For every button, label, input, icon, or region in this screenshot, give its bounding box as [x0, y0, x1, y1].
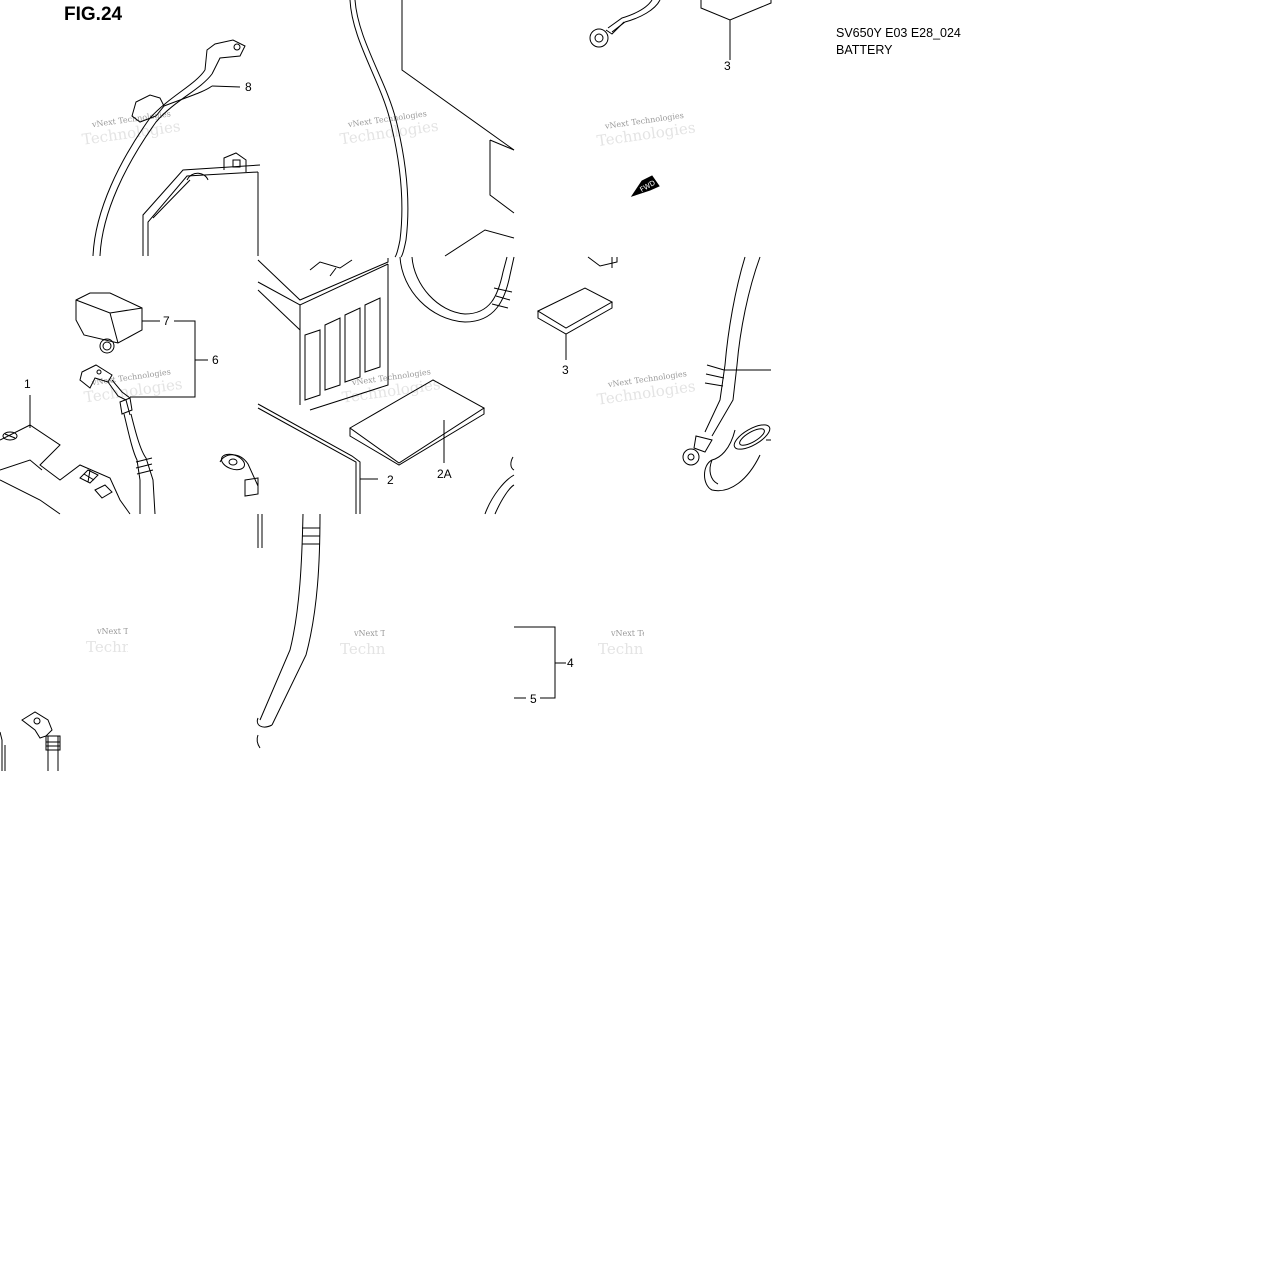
- terminal-bolts-bottom: [0, 711, 61, 771]
- callout-3-top: 3: [724, 59, 731, 73]
- battery-bracket-1: [0, 395, 131, 515]
- watermark-ghost: Technologies: [86, 638, 185, 656]
- callout-5: 5: [530, 692, 537, 706]
- callout-1: 1: [24, 377, 31, 391]
- watermark-ghost: Technologies: [598, 640, 697, 658]
- watermark-ghost: Technologies: [340, 640, 439, 658]
- watermark: vNext Technologies: [96, 627, 176, 636]
- callout-2a: 2A: [437, 467, 452, 481]
- battery-pad-top: [700, 0, 772, 60]
- model-code: SV650Y E03 E28_024: [836, 26, 961, 40]
- watermark: vNext Technologies: [353, 629, 433, 638]
- callout-2: 2: [387, 473, 394, 487]
- callout-numbers: 1 2 2A 3 3 4 5 6 7 8: [24, 59, 731, 706]
- callout-bracket-4-5: [514, 626, 566, 699]
- callout-7: 7: [163, 314, 170, 328]
- fwd-arrow: FWD: [587, 175, 660, 268]
- battery-casing: [257, 258, 389, 411]
- battery-hose: [399, 256, 515, 515]
- callout-6: 6: [212, 353, 219, 367]
- sheet-2: [257, 403, 378, 514]
- ground-cable-4: [682, 256, 771, 466]
- callout-8: 8: [245, 80, 252, 94]
- watermark: vNext Technologies: [610, 629, 690, 638]
- battery-pad-3: [536, 287, 614, 360]
- ground-cable-top: [589, 0, 661, 48]
- battery-top: [142, 152, 261, 256]
- figure-header: SV650Y E03 E28_024 BATTERY: [836, 25, 961, 59]
- pad-2A: [349, 379, 485, 466]
- long-hose: [219, 453, 321, 749]
- terminal-cable-6: [79, 320, 208, 515]
- hose-cap-elbow: [704, 424, 771, 492]
- terminal-cap-7: [75, 292, 160, 354]
- wire-harness-8: [92, 39, 246, 257]
- callout-4: 4: [567, 656, 574, 670]
- figure-label: FIG.24: [64, 4, 123, 25]
- callout-3-pad: 3: [562, 363, 569, 377]
- section-title: BATTERY: [836, 43, 893, 57]
- battery-body: [257, 0, 515, 258]
